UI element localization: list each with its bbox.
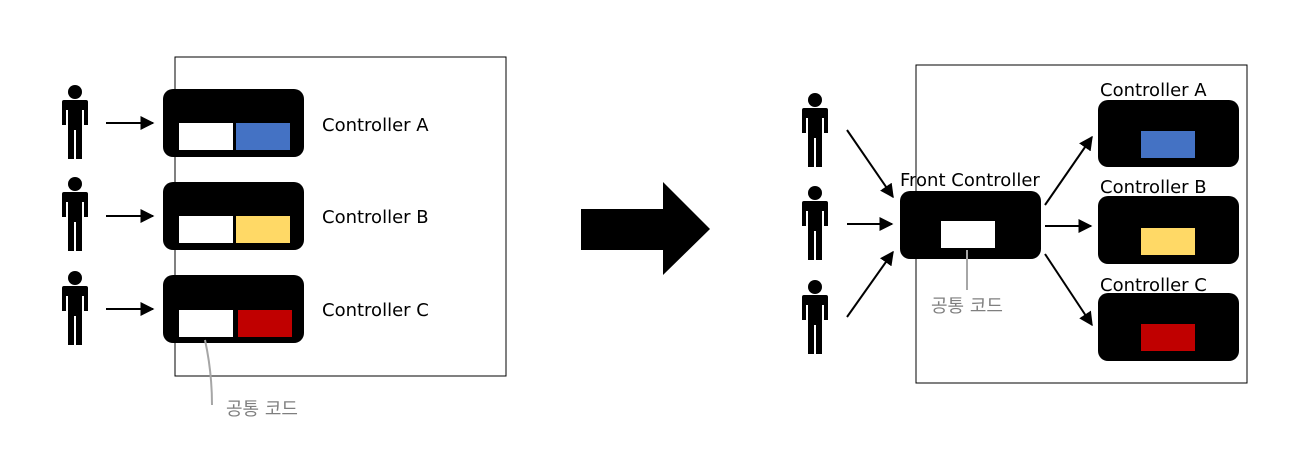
controller-specific-block [1141, 324, 1195, 351]
controller-specific-block [1141, 131, 1195, 158]
left-panel: Controller A Controller B Controller C 공… [62, 56, 507, 420]
common-code-label: 공통 코드 [931, 296, 1003, 317]
front-controller-label: Front Controller [900, 170, 1040, 191]
controller-label: Controller B [322, 207, 429, 228]
dispatch-arrow [1044, 135, 1093, 206]
right-controller-b: Controller B [1098, 177, 1239, 264]
common-code-block [179, 310, 233, 337]
person-icon [62, 271, 88, 345]
common-code-block [179, 123, 233, 150]
person-icon [62, 177, 88, 251]
controller-label: Controller A [1100, 80, 1207, 101]
left-controller-b: Controller B [163, 182, 429, 250]
request-arrow [846, 250, 894, 318]
person-icon [802, 93, 828, 167]
left-controller-a: Controller A [163, 89, 429, 157]
controller-label: Controller C [1100, 275, 1207, 296]
right-controller-c: Controller C [1098, 275, 1239, 361]
controller-specific-block [1141, 228, 1195, 255]
right-panel: Front Controller 공통 코드 Controller A Cont… [802, 64, 1248, 384]
controller-specific-block [236, 123, 290, 150]
person-icon [802, 280, 828, 354]
common-code-label: 공통 코드 [226, 399, 298, 420]
left-controller-c: Controller C [163, 275, 429, 343]
dispatch-arrow [1044, 253, 1093, 327]
person-icon [802, 186, 828, 260]
controller-label: Controller C [322, 300, 429, 321]
controller-label: Controller B [1100, 177, 1207, 198]
big-right-arrow-icon [581, 182, 710, 275]
controller-label: Controller A [322, 115, 429, 136]
right-controller-a: Controller A [1098, 80, 1239, 167]
controller-specific-block [238, 310, 292, 337]
front-controller: Front Controller [900, 170, 1041, 259]
person-icon [62, 85, 88, 159]
common-code-block [941, 221, 995, 248]
common-code-block [179, 216, 233, 243]
common-code-leader-line [204, 339, 213, 406]
request-arrow [846, 129, 894, 199]
controller-specific-block [236, 216, 290, 243]
